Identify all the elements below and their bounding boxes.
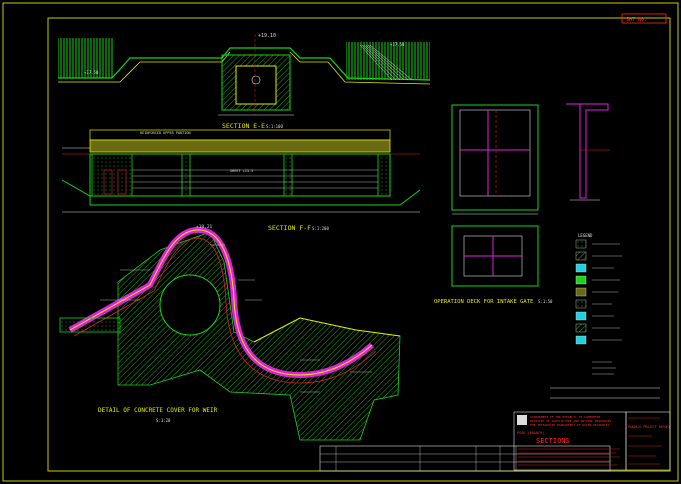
ee-scale: S:1:100 [266,124,283,129]
ff-deck-note: REINFORCED UPPER PORTION [140,131,191,135]
ff-foundation [61,179,421,206]
title-block: GOVERNMENT OF THE REPUBLIC OF SOMEWHERE … [319,411,671,472]
ee-title: SECTION E-E [222,122,265,130]
weir-left-strip [59,317,121,333]
weir-scale: S:1:20 [156,418,171,423]
revision-table-lines [320,446,610,471]
title-side-box [625,411,671,471]
weir-top-level: +18.21 [196,224,213,230]
sheet-tag: SHT NO. [626,17,647,23]
ff-upper-frame [89,129,391,141]
weir-detail: +18.21 DETAIL OF CONCRETE COVER FOR WEIR… [59,224,401,441]
ee-ground-line [58,47,431,81]
sheet-tag-box [621,13,667,24]
ff-gate-slot-1 [103,169,113,195]
section-ff: REINFORCED UPPER PORTION SHEET +13.5 SEC… [61,129,421,232]
weir-leaders [100,244,372,393]
ee-culvert-marker [251,75,261,85]
ff-pier-2 [283,153,293,197]
ee-top-level: +19.10 [258,33,276,39]
legend-swatch-3 [575,263,587,273]
ee-right-embankment [346,42,430,80]
right-title: PONDEJO PROJECT REPORT [628,425,670,429]
od-plan-inner [459,109,531,197]
org-line-1: GOVERNMENT OF THE REPUBLIC OF SOMEWHERE [530,415,601,419]
side-box-stubs [628,417,662,465]
ff-pier-1 [181,153,191,197]
ee-left-embankment [58,38,113,78]
operation-deck: OPERATION DECK FOR INTAKE GATE S:1:50 [434,103,610,305]
revision-table [319,445,611,472]
legend-swatch-7 [575,311,587,321]
legend-swatch-2 [575,251,587,261]
section-ee: +19.10 +17.50 +17.50 SECTION E-E S:1:100 [58,33,431,130]
ff-deck [89,139,391,153]
ff-bottom-note: SHEET +13.5 [230,169,253,173]
title-box-text-stubs [518,448,620,466]
ee-yellow-line-right [289,51,431,85]
drawing-title: SECTIONS [536,437,570,445]
od-lower-plan [451,225,539,287]
ff-scale: S:1:200 [312,226,329,231]
od-plan-outer [451,104,539,211]
legend: LEGEND [550,233,660,399]
legend-text-stubs [592,243,622,375]
legend-heading: LEGEND [578,233,593,238]
legend-swatch-8 [575,323,587,333]
ff-right-abutment [377,153,391,197]
org-line-2: MINISTRY OF AGRICULTURE AND NATURAL RESO… [530,419,611,423]
ff-body [89,153,391,197]
weir-title: DETAIL OF CONCRETE COVER FOR WEIR [98,407,218,414]
weir-cover-outer-line [69,229,373,376]
od-title: OPERATION DECK FOR INTAKE GATE [434,299,533,305]
ff-gate-slot-2 [117,169,127,195]
weir-pipe [159,274,221,336]
ee-left-level: +17.50 [84,70,99,75]
od-side-section [566,103,609,199]
ff-title: SECTION F-F [268,224,311,232]
logo-icon [517,415,527,425]
od-scale: S:1:50 [538,299,553,304]
legend-swatch-5 [575,287,587,297]
ee-culvert-opening [235,65,277,105]
legend-swatch-9 [575,335,587,345]
weir-downstream-top [253,317,401,343]
project-name: PEAK (BRANCH) [517,431,544,435]
legend-swatch-1 [575,239,587,249]
ff-horizontal-lines [132,169,378,189]
legend-swatch-6 [575,299,587,309]
ee-right-level: +17.50 [390,42,405,47]
ee-fan-lines [359,44,413,81]
legend-swatch-4 [575,275,587,285]
org-line-3: THE INTEGRATED MANAGEMENT OF WATER RESOU… [530,423,610,427]
weir-cover-inner-line [73,237,377,384]
